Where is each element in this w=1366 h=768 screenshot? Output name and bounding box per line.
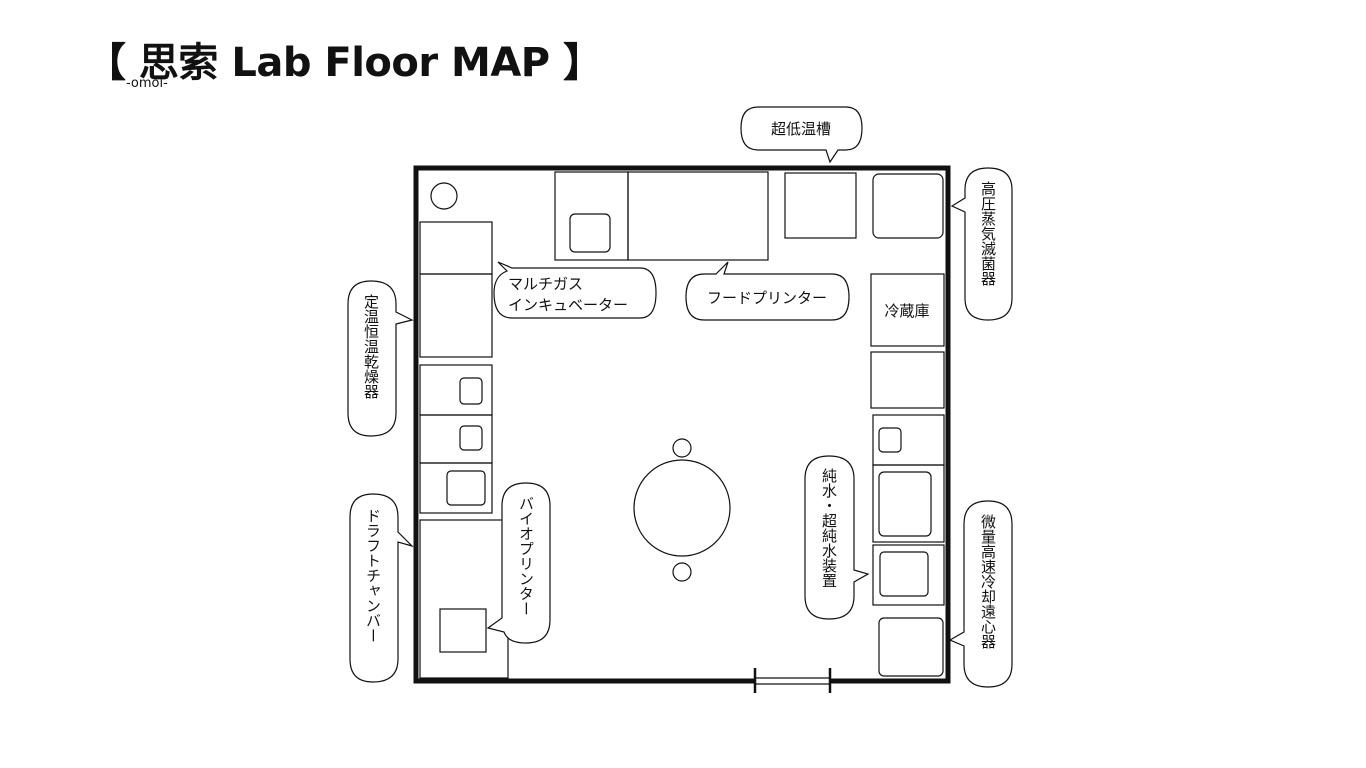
chair-bottom bbox=[672, 562, 692, 582]
bubble-ultra-low-temp-bath: 超低温槽 bbox=[740, 106, 863, 164]
right-unit-1 bbox=[870, 351, 945, 409]
center-table bbox=[633, 459, 731, 557]
ultra-low-temp-bath bbox=[784, 172, 857, 239]
bubble-multigas-incubator: マルチガス インキュベーター bbox=[493, 261, 657, 319]
bubble-draft-chamber: ドラフトチャンバー bbox=[349, 493, 415, 683]
label-pure-water: 純水・超純水装置 bbox=[820, 468, 838, 588]
label-refrigerator: 冷蔵庫 bbox=[884, 302, 929, 320]
bubble-bio-printer: バイオプリンター bbox=[486, 482, 551, 644]
drain-circle bbox=[430, 182, 458, 210]
right-unit-3 bbox=[872, 544, 945, 606]
label-multigas-incubator-1: マルチガス bbox=[508, 275, 583, 293]
chair-top bbox=[672, 438, 692, 458]
door bbox=[753, 668, 832, 693]
bubble-centrifuge: 微量高速冷却遠心器 bbox=[948, 500, 1013, 688]
right-unit-2 bbox=[872, 414, 945, 466]
refrigerator bbox=[870, 273, 945, 347]
pure-water-system bbox=[872, 464, 945, 543]
bubble-autoclave: 高圧蒸気滅菌器 bbox=[950, 167, 1013, 321]
bubble-food-printer: フードプリンター bbox=[685, 261, 850, 321]
label-ultra-low-temp-bath: 超低温槽 bbox=[771, 120, 831, 138]
label-food-printer: フードプリンター bbox=[707, 289, 827, 307]
label-centrifuge: 微量高速冷却遠心器 bbox=[979, 514, 997, 649]
bubble-constant-temp-dryer: 定温恒温乾燥器 bbox=[347, 280, 414, 437]
label-multigas-incubator-2: インキュベーター bbox=[508, 296, 628, 314]
centrifuge bbox=[878, 617, 944, 677]
label-autoclave: 高圧蒸気滅菌器 bbox=[979, 181, 997, 286]
left-unit-1 bbox=[419, 364, 493, 416]
bubble-pure-water: 純水・超純水装置 bbox=[804, 455, 870, 620]
page-title: 【 思索 Lab Floor MAP 】 bbox=[86, 40, 603, 86]
left-unit-2 bbox=[419, 414, 493, 464]
label-bio-printer: バイオプリンター bbox=[517, 496, 535, 616]
left-unit-3 bbox=[419, 462, 493, 514]
label-constant-temp-dryer: 定温恒温乾燥器 bbox=[362, 294, 380, 399]
room-walls bbox=[413, 165, 951, 684]
page-subtitle: -omoi- bbox=[126, 76, 168, 91]
label-draft-chamber: ドラフトチャンバー bbox=[364, 508, 382, 643]
constant-temp-dryer-lower bbox=[419, 273, 493, 358]
draft-chamber-area bbox=[419, 519, 509, 679]
autoclave bbox=[872, 173, 944, 239]
food-printer bbox=[627, 171, 769, 261]
constant-temp-dryer-upper bbox=[419, 221, 493, 275]
multigas-incubator bbox=[554, 171, 629, 261]
